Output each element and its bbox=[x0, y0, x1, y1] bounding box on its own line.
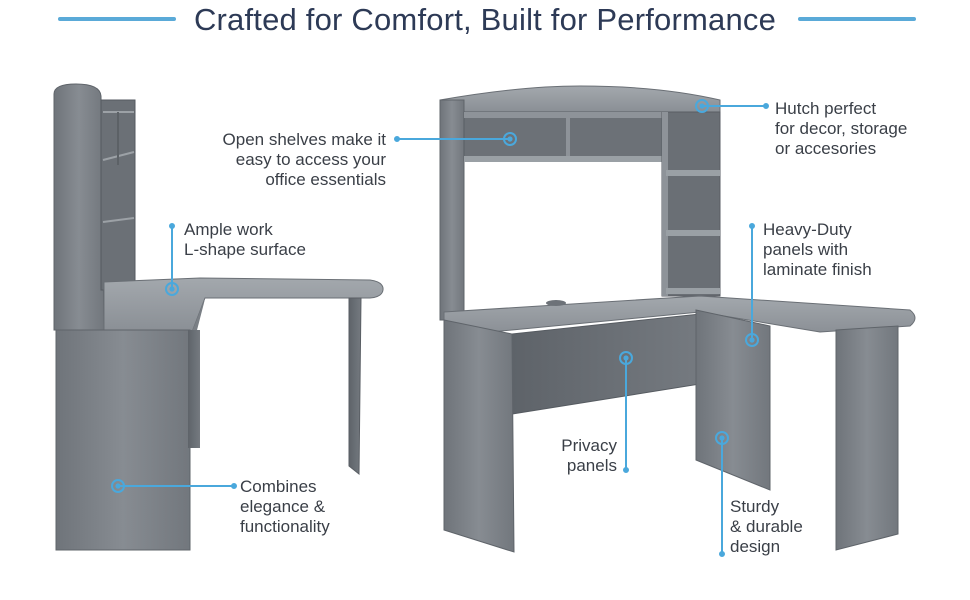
callout-line: Heavy-Duty bbox=[763, 220, 852, 239]
callout-sturdy: Sturdy & durable design bbox=[730, 497, 803, 557]
callout-line: design bbox=[730, 537, 781, 556]
callout-hutch: Hutch perfect for decor, storage or acce… bbox=[775, 99, 907, 159]
callout-line: functionality bbox=[240, 517, 330, 536]
page-title: Crafted for Comfort, Built for Performan… bbox=[193, 2, 777, 37]
callout-line: Combines bbox=[240, 477, 317, 496]
title-rule-right bbox=[798, 17, 916, 21]
callout-privacy: Privacy panels bbox=[516, 436, 617, 476]
left-desk-side-view bbox=[53, 83, 384, 551]
callout-line: L-shape surface bbox=[184, 240, 306, 259]
callout-line: Hutch perfect bbox=[775, 99, 877, 118]
callout-line: for decor, storage bbox=[775, 119, 908, 138]
callout-line: Privacy bbox=[561, 436, 617, 455]
callout-combines: Combines elegance & functionality bbox=[240, 477, 330, 537]
title-rule-left bbox=[58, 17, 176, 21]
callout-line: panels with bbox=[763, 240, 849, 259]
callout-heavy-duty: Heavy-Duty panels with laminate finish bbox=[763, 220, 872, 280]
callout-ample-work: Ample work L-shape surface bbox=[184, 220, 306, 260]
right-desk-front-view bbox=[439, 85, 916, 553]
callout-line: or accesories bbox=[775, 139, 877, 158]
callout-line: Ample work bbox=[184, 220, 273, 239]
callout-line: easy to access your bbox=[235, 150, 386, 169]
callout-line: panels bbox=[566, 456, 617, 475]
callout-line: Open shelves make it bbox=[222, 130, 386, 149]
callout-line: office essentials bbox=[265, 170, 386, 189]
callout-markers bbox=[111, 99, 769, 557]
callout-line: Sturdy bbox=[730, 497, 780, 516]
callout-line: elegance & bbox=[240, 497, 326, 516]
callout-line: laminate finish bbox=[763, 260, 872, 279]
callout-line: & durable bbox=[730, 517, 803, 536]
callout-open-shelves: Open shelves make it easy to access your… bbox=[196, 130, 386, 190]
